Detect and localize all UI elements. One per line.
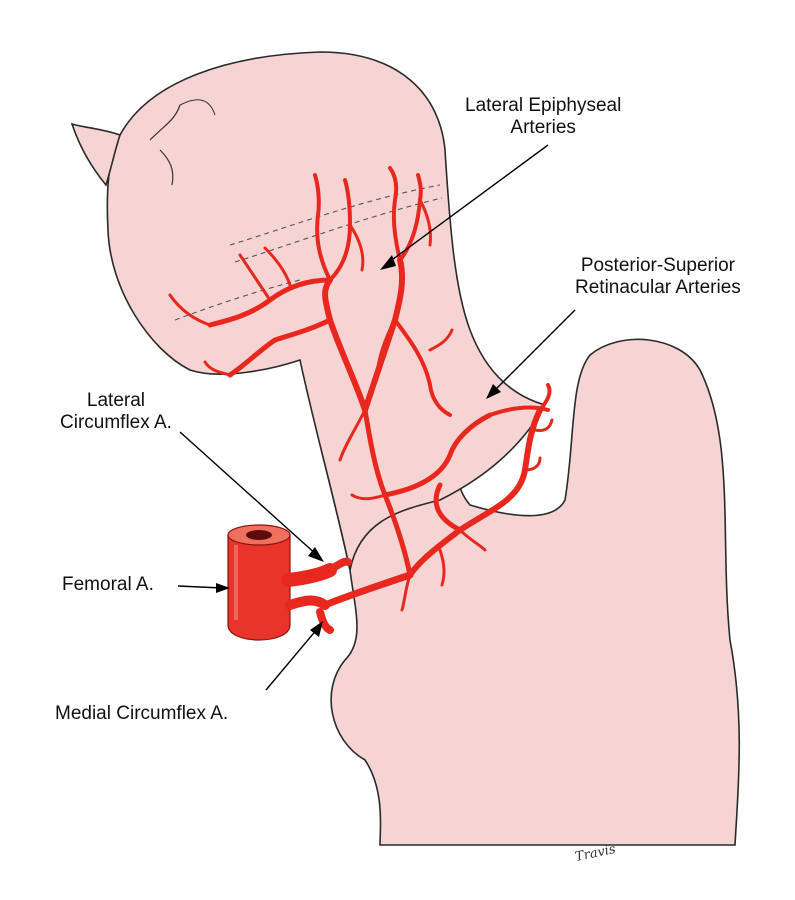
label-medial-circumflex-artery: Medial Circumflex A. xyxy=(55,703,229,724)
circumflex-branches xyxy=(281,557,414,634)
label-line-1: Lateral Epiphyseal xyxy=(465,95,622,116)
leader-arrows xyxy=(177,144,576,691)
label-line-1: Posterior-Superior xyxy=(580,255,735,276)
label-femoral-artery: Femoral A. xyxy=(62,574,154,595)
label-line-2: Circumflex A. xyxy=(60,412,172,433)
ligamentum-teres xyxy=(70,122,122,187)
label-lateral-epiphyseal-arteries: Lateral Epiphyseal Arteries xyxy=(465,95,621,139)
physeal-scar-line xyxy=(229,184,441,246)
label-line-2: Retinacular Arteries xyxy=(575,277,741,298)
label-line-1: Lateral xyxy=(86,390,146,411)
retinacular-arteries xyxy=(168,166,554,612)
label-lateral-circumflex-artery: Lateral Circumflex A. xyxy=(60,390,172,434)
label-line-2: Arteries xyxy=(510,117,576,138)
femoral-artery-vessel xyxy=(227,524,291,641)
label-posterior-superior-retinacular-arteries: Posterior-Superior Retinacular Arteries xyxy=(575,255,741,299)
